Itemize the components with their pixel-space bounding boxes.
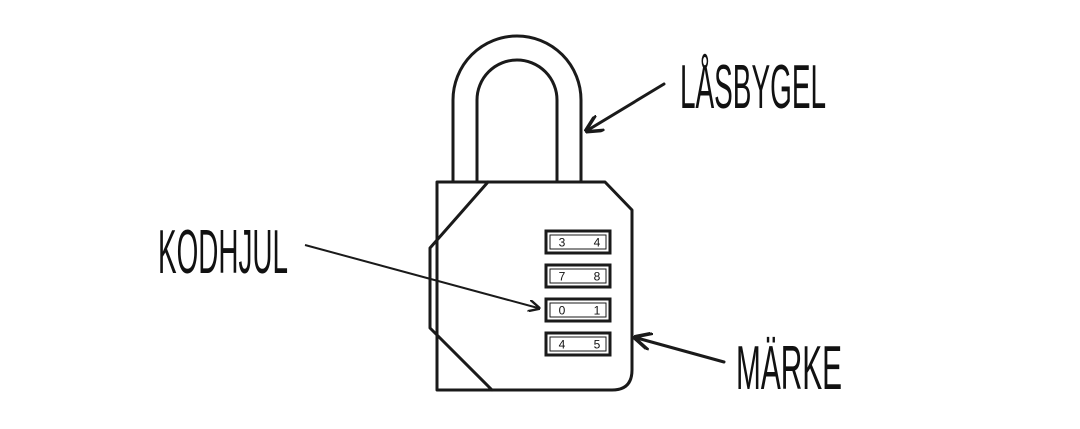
dial-frame: [544, 297, 612, 323]
dial-digit-left: 3: [559, 236, 566, 250]
dial-digit-right: 5: [594, 338, 601, 352]
dial-digit-left: 4: [559, 338, 566, 352]
dial-frame: [544, 263, 612, 289]
label-dials: KODHJUL: [158, 218, 288, 287]
shackle-arrow: [588, 82, 666, 130]
lock-body: [428, 180, 634, 392]
shackle: [451, 34, 583, 184]
dial-digit-right: 1: [594, 304, 601, 318]
dial-digit-right: 4: [594, 236, 601, 250]
brand-arrow: [637, 338, 726, 364]
label-brand: MÄRKE: [736, 334, 842, 403]
dial-window: [549, 336, 607, 352]
dial-window: [549, 302, 607, 318]
dial-window: [549, 268, 607, 284]
dial-digit-left: 0: [559, 304, 566, 318]
dial-frame: [544, 229, 612, 255]
dial-digit-left: 7: [559, 270, 566, 284]
label-shackle: LÅSBYGEL: [680, 53, 826, 122]
dial-digit-right: 8: [594, 270, 601, 284]
dial-window: [549, 234, 607, 250]
dial-arrow: [304, 244, 538, 308]
dial-frame: [544, 331, 612, 357]
